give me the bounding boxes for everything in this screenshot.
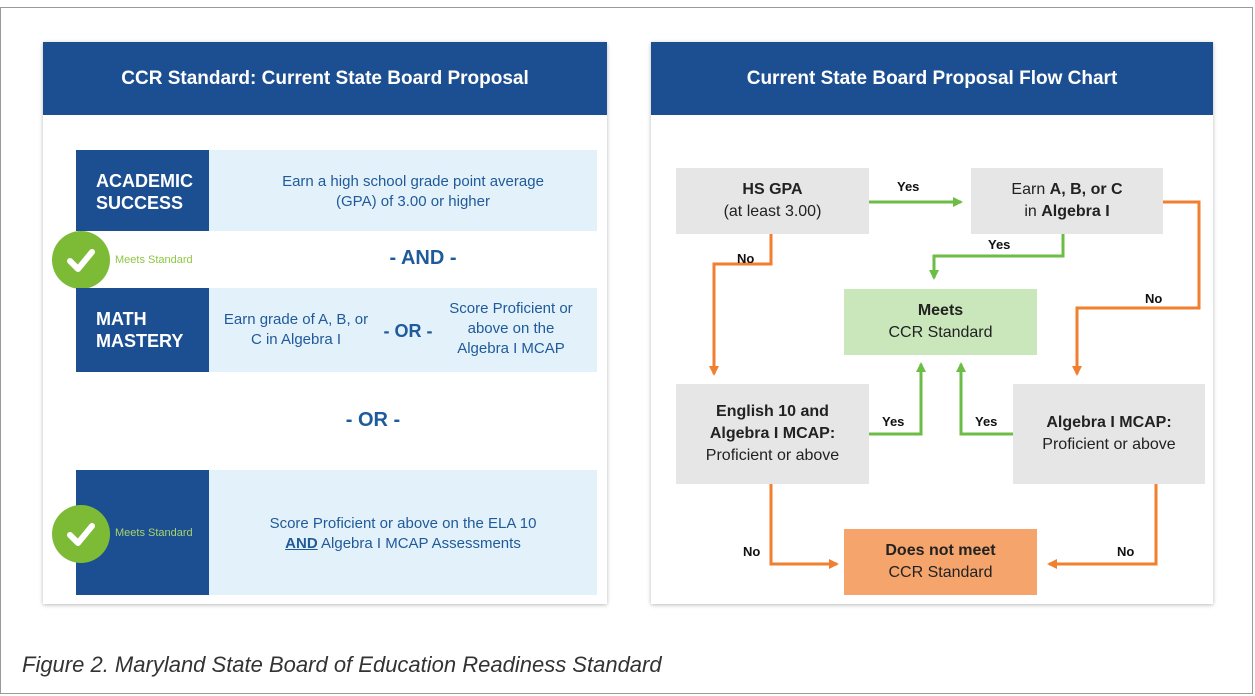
earn-line2-pre: in [1024,203,1037,220]
label-earn-yes: Yes [988,237,1011,252]
flow-chart-title: Current State Board Proposal Flow Chart [651,42,1213,115]
english-algebra-box: English 10 and Algebra I MCAP: Proficien… [676,384,869,484]
meets-standard-check-icon [52,231,110,289]
not-meet-sub: CCR Standard [888,564,993,581]
alternative-description-line2: Algebra I MCAP Assessments [321,535,521,552]
english-line1: English 10 and [716,403,829,420]
english-line2: Algebra I MCAP: [709,425,836,442]
meets-standard-check-icon-2 [52,505,110,563]
alternative-description: Score Proficient or above on the ELA 10 … [233,514,573,554]
english-sub: Proficient or above [705,447,840,464]
arrow-earn-no [1072,200,1201,376]
algebra-mcap-box: Algebra I MCAP: Proficient or above [1013,384,1205,484]
arrow-algebra-no [1047,484,1158,569]
math-or-connector: - OR - [383,321,433,341]
label-english-no: No [743,544,761,559]
and-connector: - AND - [389,247,457,269]
alternative-description-line1: Score Proficient or above on the ELA 10 [269,515,537,532]
does-not-meet-box: Does not meet CCR Standard [844,529,1037,595]
alternative-band [209,470,597,595]
label-english-yes: Yes [882,414,905,429]
ccr-standard-panel: CCR Standard: Current State Board Propos… [43,42,607,604]
flow-chart-panel: Current State Board Proposal Flow Chart … [651,42,1213,604]
label-gpa-no: No [737,251,755,266]
math-option-grade: Earn grade of A, B, or C in Algebra I [223,311,369,348]
label-algebra-yes: Yes [975,414,998,429]
academic-success-band [209,150,597,231]
academic-success-label: ACADEMIC SUCCESS [76,150,209,231]
earn-line2-bold: Algebra I [1041,203,1110,220]
earn-abc-box: Earn A, B, or C in Algebra I [971,168,1163,234]
label-algebra-no: No [1117,544,1135,559]
ccr-standard-title: CCR Standard: Current State Board Propos… [43,42,607,115]
arrow-english-yes [869,362,926,436]
earn-line1-bold: A, B, or C [1049,181,1123,198]
math-option-mcap: Score Proficient or above on the Algebra… [449,300,573,357]
arrow-algebra-yes [956,362,1013,436]
academic-success-description: Earn a high school grade point average (… [282,173,544,210]
figure-caption: Figure 2. Maryland State Board of Educat… [22,652,662,677]
hs-gpa-title: HS GPA [742,181,803,198]
arrow-gpa-no [709,234,773,376]
math-mastery-label: MATH MASTERY [76,288,209,372]
meets-standard-label: Meets Standard [115,254,193,266]
flow-chart-arrows [709,197,1201,569]
arrow-english-no [769,484,839,569]
meets-title: Meets [917,302,964,319]
math-mastery-band [209,288,597,372]
meets-sub: CCR Standard [888,324,993,341]
not-meet-title: Does not meet [885,542,996,559]
arrow-earn-yes [929,234,1065,280]
label-earn-no: No [1145,291,1163,306]
hs-gpa-sub: (at least 3.00) [723,203,822,220]
hs-gpa-box: HS GPA (at least 3.00) [676,168,869,234]
algebra-sub: Proficient or above [1042,436,1176,453]
meets-ccr-box: Meets CCR Standard [844,289,1037,355]
alternative-and-emphasis: AND [285,535,318,552]
meets-standard-label-2: Meets Standard [115,527,193,539]
algebra-title: Algebra I MCAP: [1046,414,1172,431]
or-connector: - OR - [345,409,401,431]
label-gpa-yes: Yes [897,179,920,194]
earn-line1-pre: Earn [1011,181,1046,198]
